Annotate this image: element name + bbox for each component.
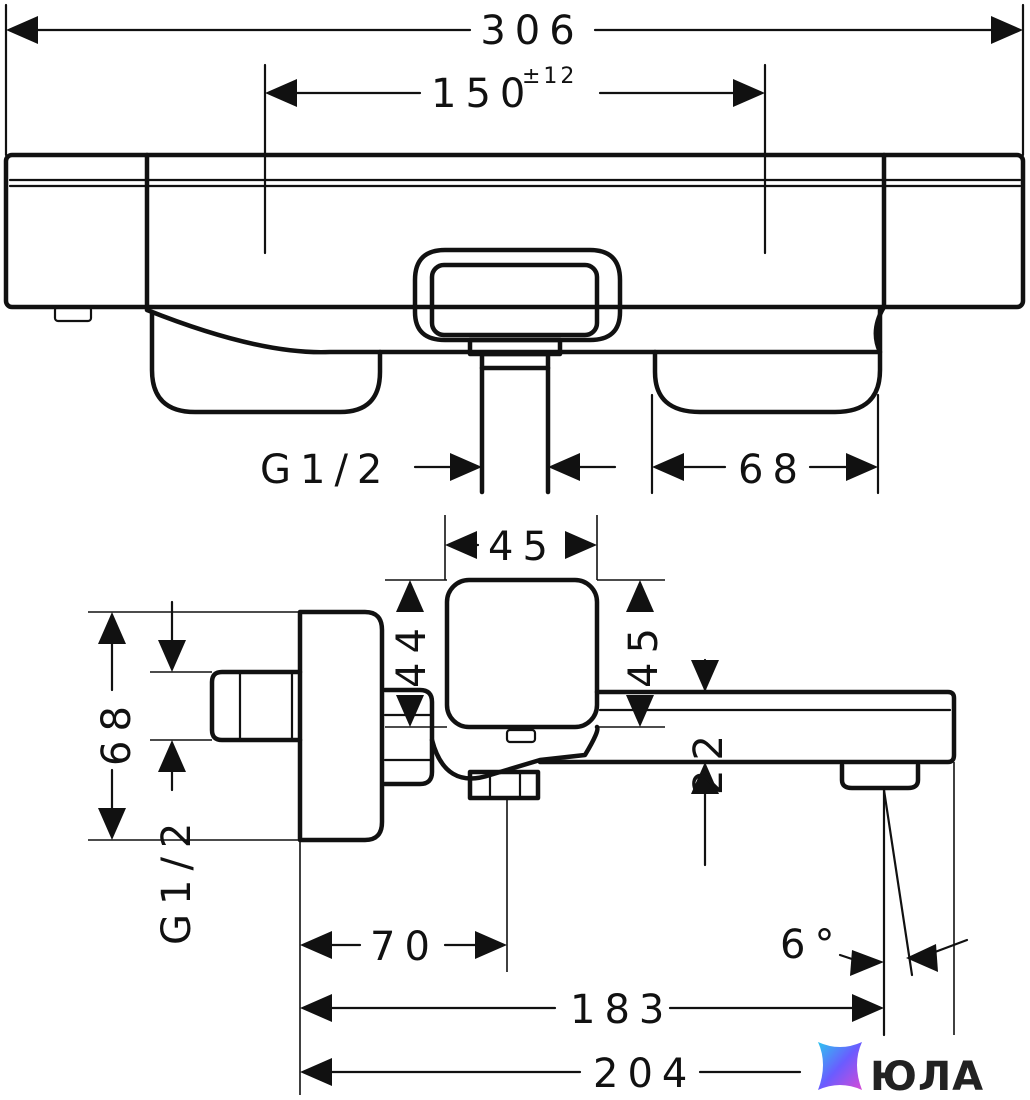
dimension-183: 183 — [300, 987, 884, 1033]
dim-204-label: 204 — [593, 1051, 696, 1097]
dim-44-label: 44 — [389, 619, 435, 688]
dimension-306: 306 — [6, 8, 1023, 54]
dim-68-height-label: 68 — [94, 697, 140, 766]
dim-183-label: 183 — [570, 987, 673, 1033]
dimension-44: 44 — [389, 580, 435, 727]
brand-name: ЮЛА — [870, 1054, 984, 1100]
dimension-70: 70 — [300, 924, 507, 970]
dimension-204: 204 — [300, 1051, 802, 1097]
dimension-22: 22 — [686, 658, 732, 867]
dim-g12-front-label: G1/2 — [260, 447, 391, 493]
dimension-angle: 6° — [780, 922, 969, 976]
dimension-150: 150 ±12 — [265, 64, 765, 117]
dimension-68-handle: 68 — [652, 447, 878, 493]
dim-45-width-label: 45 — [488, 524, 557, 570]
dim-angle-label: 6° — [780, 922, 843, 968]
dimension-g12-front: G1/2 — [260, 447, 617, 493]
top-view — [3, 3, 1026, 495]
dim-150-label: 150 — [431, 71, 534, 117]
dim-g12-side-label: G1/2 — [154, 814, 200, 945]
star-logo-icon — [818, 1042, 862, 1090]
brand-logo: ЮЛА — [818, 1042, 984, 1100]
dimension-45-width: 45 — [445, 524, 597, 570]
dim-22-label: 22 — [686, 726, 732, 795]
dimension-45-height: 45 — [621, 580, 667, 727]
side-view — [88, 515, 957, 1095]
dimension-g12-side: G1/2 — [154, 600, 200, 945]
dim-306-label: 306 — [480, 8, 583, 54]
dim-70-label: 70 — [370, 924, 439, 970]
dim-45-height-label: 45 — [621, 619, 667, 688]
dimension-68-height: 68 — [94, 612, 140, 840]
dim-150-tolerance: ±12 — [522, 64, 577, 89]
dim-68-handle-label: 68 — [738, 447, 807, 493]
